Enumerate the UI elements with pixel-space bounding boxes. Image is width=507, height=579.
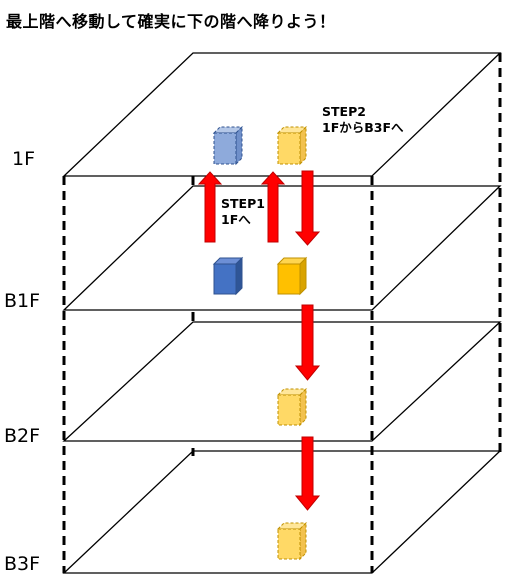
diagram-title: 最上階へ移動して確実に下の階へ降りよう！ (6, 12, 336, 31)
yellow-cube-ghost-b2f (276, 387, 308, 427)
cubes (212, 125, 308, 561)
floor-slab-b1f (62, 185, 502, 311)
floor-slab-b2f (62, 321, 502, 442)
yellow-cube-ghost-1f (276, 125, 308, 166)
floor-label-b2f: B2F (4, 425, 41, 447)
arrows (197, 170, 321, 511)
yellow-cube-ghost-b3f (276, 521, 308, 561)
step1-title: STEP1 (221, 196, 265, 211)
step1-desc: 1Fへ (221, 212, 251, 227)
yellow-cube (276, 256, 308, 296)
step2-down-arrow-b1f-b2f (294, 304, 321, 381)
floor-slab-b3f (62, 450, 502, 574)
blue-cube (212, 256, 244, 296)
step2-down-arrow-1f-b1f (294, 170, 321, 246)
floor-label-1f: 1F (12, 148, 36, 170)
step1-up-arrow-yellow (260, 171, 286, 243)
blue-cube-ghost (212, 125, 244, 166)
step1-up-arrow-blue (197, 171, 223, 243)
step2-desc: 1FからB3Fへ (322, 120, 404, 135)
step2-down-arrow-b2f-b3f (294, 436, 321, 511)
floor-label-b3f: B3F (4, 553, 41, 575)
step2-title: STEP2 (322, 104, 366, 119)
back-pillars (191, 53, 502, 456)
front-pillars (62, 176, 374, 573)
floor-label-b1f: B1F (4, 290, 41, 312)
